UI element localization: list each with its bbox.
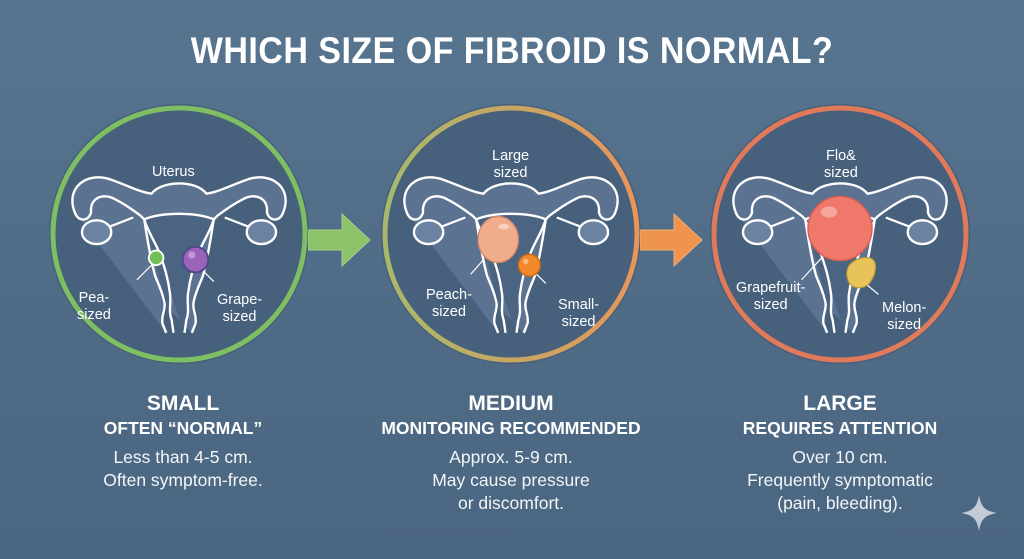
orange-ring [711,105,969,363]
small-heading: SMALL [146,392,220,415]
label-large-sized: Large sized [492,148,530,181]
gradient-ring [382,105,640,363]
uterus-illustration [403,176,619,335]
arrow-right-icon [308,212,371,268]
small-subheading: OFTEN “NORMAL” [103,418,263,438]
large-caption: LARGE REQUIRES ATTENTION Over 10 cm. Fre… [675,392,1005,515]
arrow-right-icon [640,212,703,268]
melon-fibroid [846,257,877,289]
label-melon-sized: Melon- sized [882,300,927,333]
medium-fibroid-diagram: Large sized Peach- sized Small- sized [381,104,641,364]
large-heading: LARGE [803,392,877,415]
grapefruit-fibroid [807,195,873,262]
label-top-sized: Flo& sized [824,148,858,181]
page-title: WHICH SIZE OF FIBROID IS NORMAL? [190,30,834,71]
label-grape-sized: Grape- sized [217,292,263,325]
small-fibroid-diagram: Uterus Pea- sized Grape- sized [49,104,309,364]
small-caption: SMALL OFTEN “NORMAL” Less than 4-5 cm. O… [18,392,348,492]
large-fibroid-diagram: Flo& sized Grapefruit- sized Melon- size… [710,104,970,364]
label-grapefruit-sized: Grapefruit- sized [736,280,806,313]
grape-fibroid [181,245,210,274]
label-pea-sized: Pea- sized [77,290,111,323]
sparkle-icon [961,495,997,531]
uterus-illustration [732,176,948,335]
peach-fibroid [477,215,520,264]
label-uterus: Uterus [152,164,195,180]
medium-subheading: MONITORING RECOMMENDED [381,418,641,438]
medium-description: Approx. 5-9 cm. May cause pressure or di… [432,447,590,513]
label-small-sized: Small- sized [558,297,600,330]
small-orange-fibroid [517,253,541,277]
small-description: Less than 4-5 cm. Often symptom-free. [103,447,263,490]
label-peach-sized: Peach- sized [426,287,472,320]
uterus-illustration [71,176,287,335]
green-ring [50,105,308,363]
medium-heading: MEDIUM [468,392,554,415]
large-description: Over 10 cm. Frequently symptomatic (pain… [747,447,933,513]
large-subheading: REQUIRES ATTENTION [742,418,938,438]
pea-fibroid [147,249,165,267]
medium-caption: MEDIUM MONITORING RECOMMENDED Approx. 5-… [346,392,676,515]
